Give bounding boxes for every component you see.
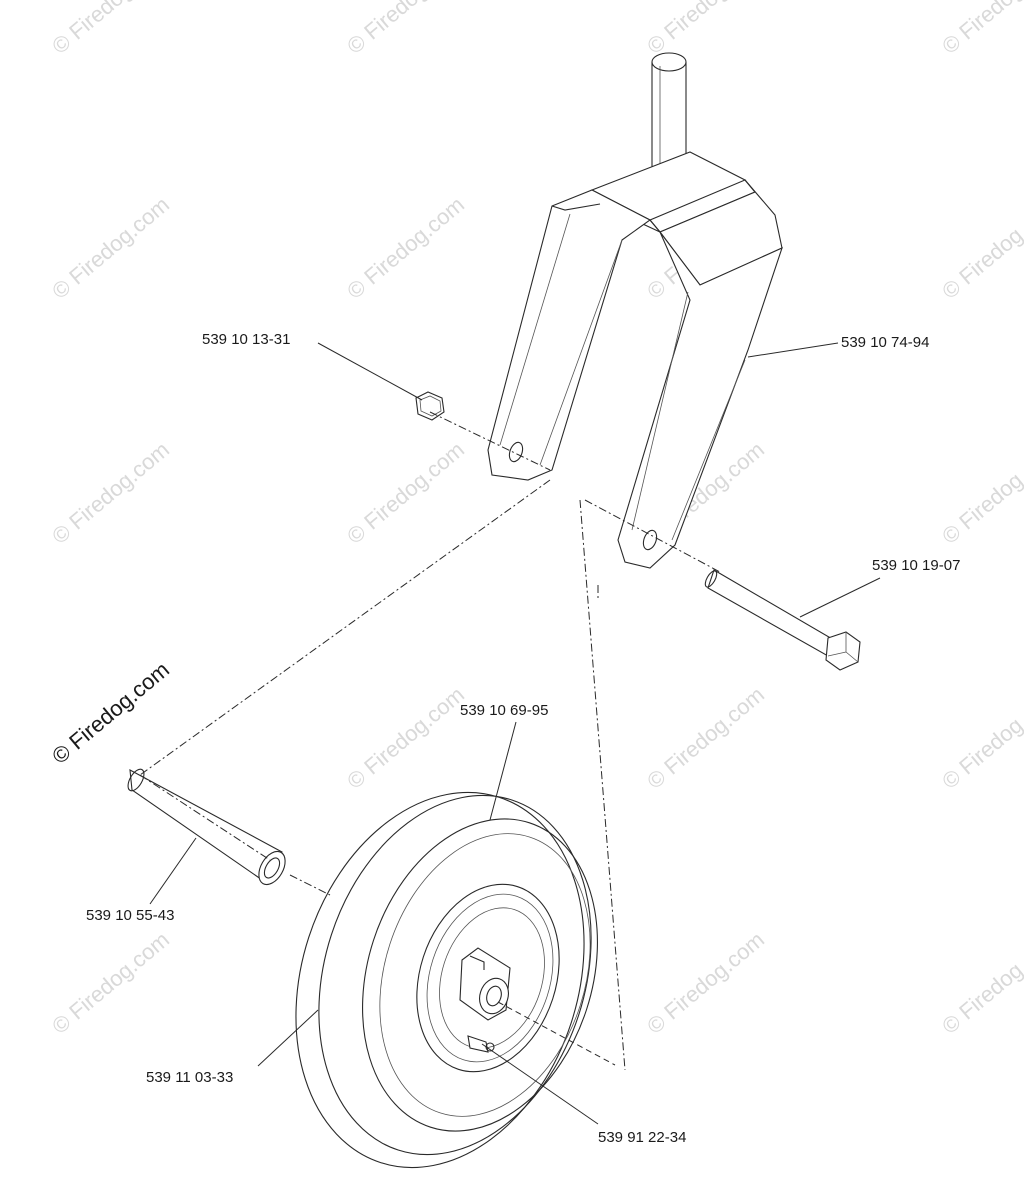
watermark: © Firedog.com [937, 437, 1024, 549]
watermark: © Firedog.com [47, 437, 174, 549]
watermark: © Firedog.com [937, 192, 1024, 304]
caster-fork [487, 52, 783, 569]
wheel-assembly [295, 791, 598, 1169]
watermark: © Firedog.com [342, 682, 469, 794]
watermark: © Firedog.com [937, 682, 1024, 794]
watermark: © Firedog.com [47, 927, 174, 1039]
watermark: © Firedog.com [937, 0, 1024, 59]
watermark: © Firedog.com [47, 0, 174, 59]
watermark: © Firedog.com [342, 437, 469, 549]
watermark: © Firedog.com [642, 927, 769, 1039]
watermark: © Firedog.com [642, 0, 769, 59]
part-label-nut: 539 10 13-31 [202, 331, 290, 348]
watermark-main: © Firedog.com [47, 657, 174, 769]
part-label-fork: 539 10 74-94 [841, 334, 929, 351]
spacer-tube [127, 768, 286, 886]
part-label-tire: 539 10 69-95 [460, 702, 548, 719]
part-label-grease-fitting: 539 91 22-34 [598, 1129, 686, 1146]
watermark: © Firedog.com [342, 0, 469, 59]
watermark: © Firedog.com [937, 927, 1024, 1039]
part-label-spacer: 539 10 55-43 [86, 907, 174, 924]
part-label-wheel: 539 11 03-33 [146, 1069, 233, 1086]
axle-bolt [704, 569, 861, 671]
locknut [415, 391, 445, 421]
watermark: © Firedog.com [47, 192, 174, 304]
part-label-bolt: 539 10 19-07 [872, 557, 960, 574]
assembly-lines [139, 411, 721, 1071]
watermark: © Firedog.com [642, 682, 769, 794]
watermark: © Firedog.com [342, 192, 469, 304]
part-labels: 539 10 13-31 539 10 74-94 539 10 19-07 5… [86, 331, 960, 1146]
leader-lines [149, 342, 881, 1125]
